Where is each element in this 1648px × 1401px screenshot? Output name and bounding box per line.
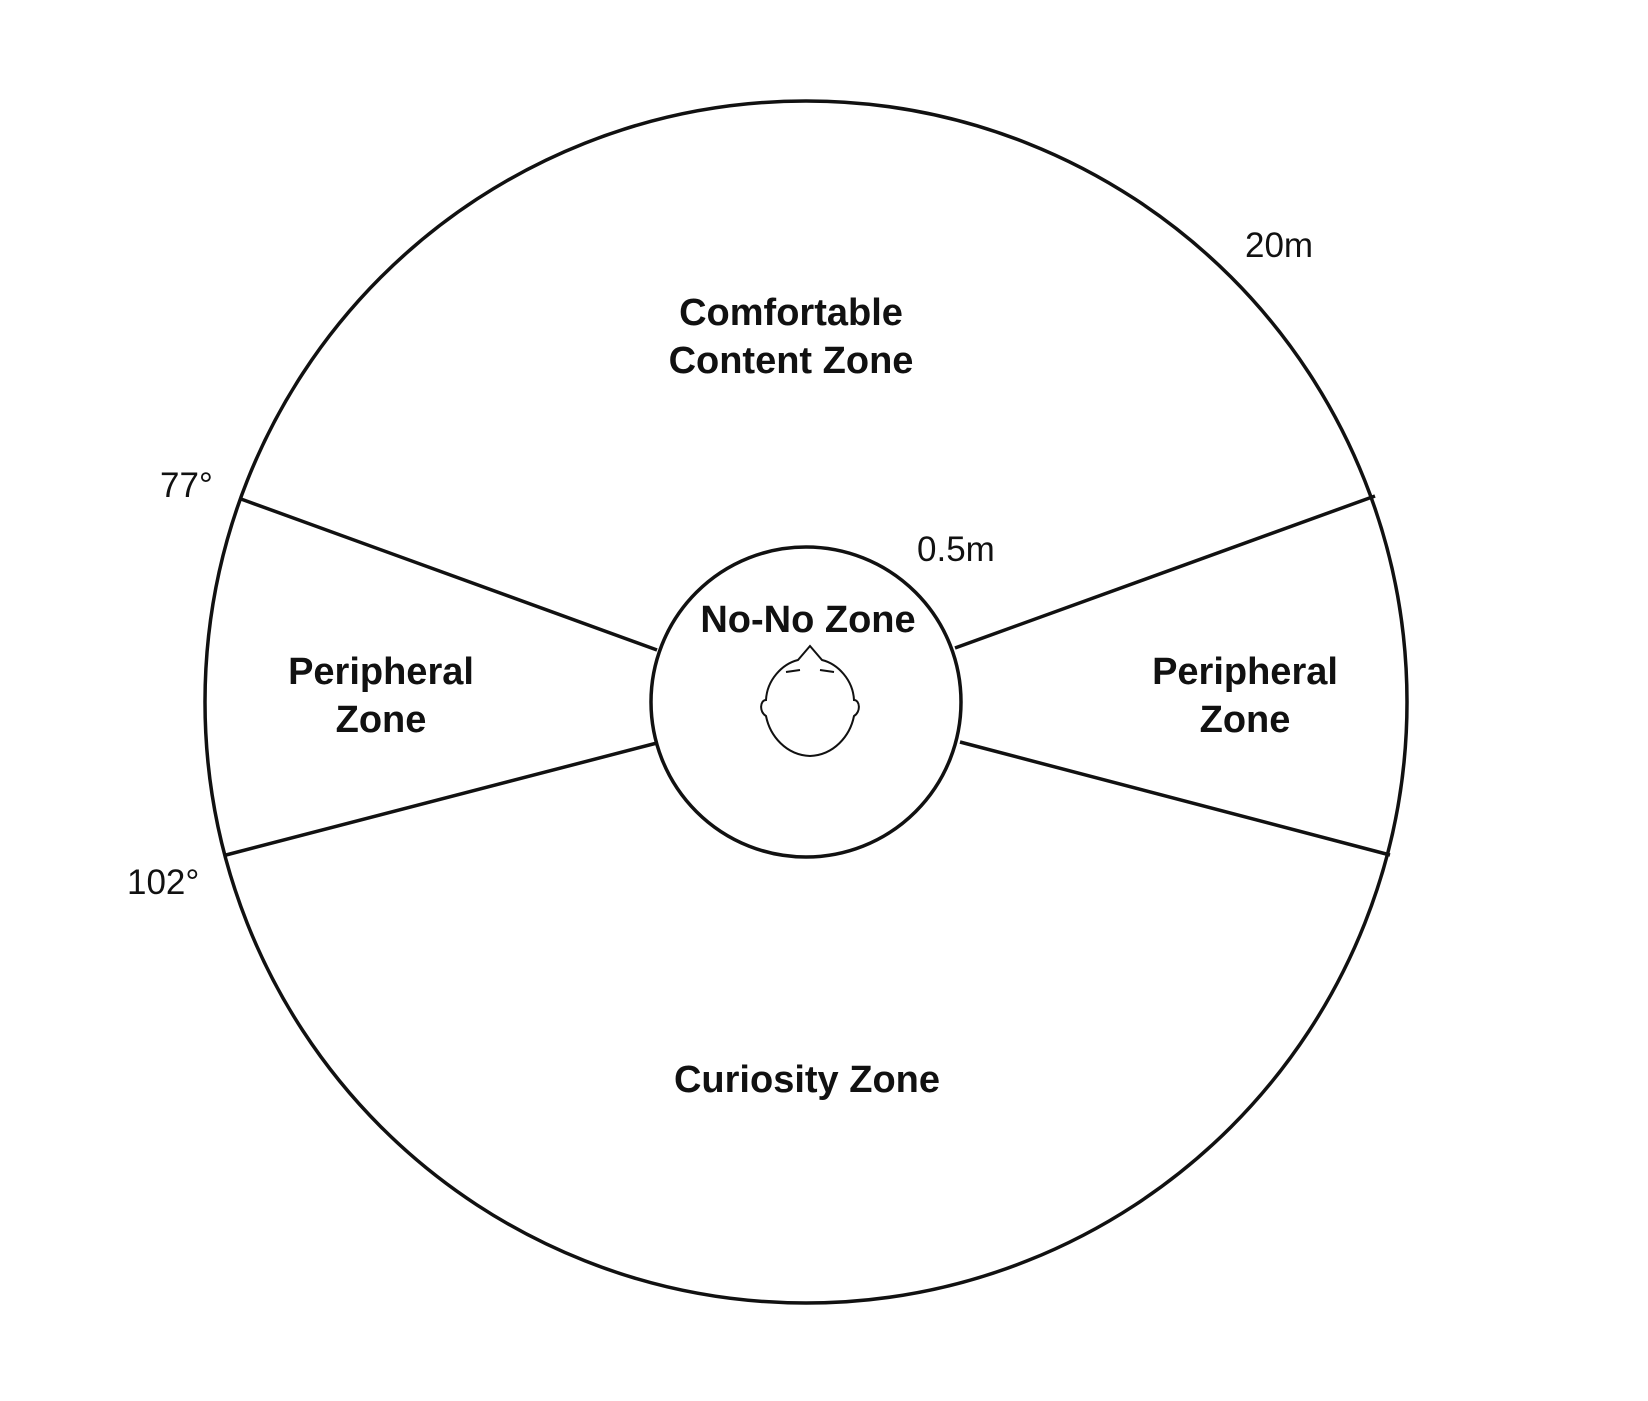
comfortable-zone-label-line2: Content Zone [669, 340, 914, 382]
inner-radius-label: 0.5m [917, 530, 995, 569]
peripheral-right-label-line2: Zone [1200, 699, 1291, 741]
comfortable-zone-label-line1: Comfortable [679, 292, 903, 334]
divider-upper-right [954, 494, 1376, 650]
outer-radius-label: 20m [1245, 226, 1313, 265]
peripheral-left-label-line2: Zone [336, 699, 427, 741]
divider-lower-right [959, 740, 1391, 857]
outer-zone-boundary [203, 99, 1409, 1305]
peripheral-right-label-line1: Peripheral [1152, 651, 1338, 693]
peripheral-left-label-line1: Peripheral [288, 651, 474, 693]
divider-upper-left [240, 497, 658, 652]
curiosity-zone-label: Curiosity Zone [674, 1059, 940, 1101]
no-no-zone-boundary [649, 545, 963, 859]
angle-upper-label: 77° [160, 466, 213, 505]
no-no-zone-label: No-No Zone [700, 599, 915, 641]
head-top-view-icon [760, 644, 860, 758]
divider-lower-left [225, 741, 658, 857]
angle-lower-label: 102° [127, 863, 199, 902]
